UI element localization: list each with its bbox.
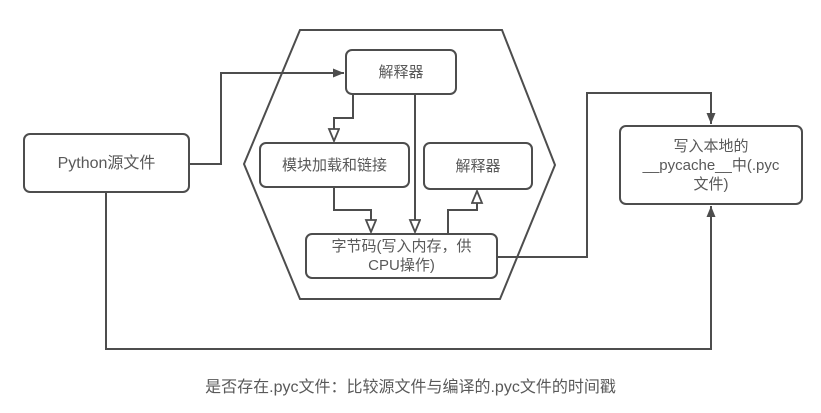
interpreter-right-label: 解释器 [455, 157, 501, 175]
pycache-label-line3: 文件) [693, 175, 729, 193]
connector-bytecode-to-pycache [498, 92, 716, 258]
bytecode-label-line1: 字节码(写入内存，供 [331, 238, 472, 255]
pycache-output-node: 写入本地的 __pycache__中(.pyc 文件) [619, 125, 803, 205]
connector-bytecode-to-interpreter2 [447, 191, 477, 233]
module-loading-label: 模块加载和链接 [281, 156, 387, 174]
python-source-label: Python源文件 [57, 154, 156, 172]
interpreter-right-node: 解释器 [423, 142, 533, 190]
pycache-label-line1: 写入本地的 [673, 137, 749, 155]
connector-source-to-pycache [105, 193, 716, 350]
python-source-node: Python源文件 [23, 133, 190, 193]
module-loading-node: 模块加载和链接 [259, 142, 410, 188]
connector-interpreter-to-moduleload [334, 95, 354, 141]
hexagon-shape [242, 29, 557, 300]
connector-source-to-interpreter [190, 68, 344, 165]
diagram-caption: 是否存在.pyc文件：比较源文件与编译的.pyc文件的时间戳 [205, 379, 616, 396]
bytecode-label-line2: CPU操作) [368, 257, 435, 274]
interpreter-top-label: 解释器 [378, 63, 424, 81]
interpreter-top-node: 解释器 [345, 49, 457, 95]
pycache-label-line2: __pycache__中(.pyc [642, 156, 780, 174]
connector-moduleload-to-bytecode [333, 188, 371, 232]
bytecode-node: 字节码(写入内存，供 CPU操作) [305, 233, 498, 279]
